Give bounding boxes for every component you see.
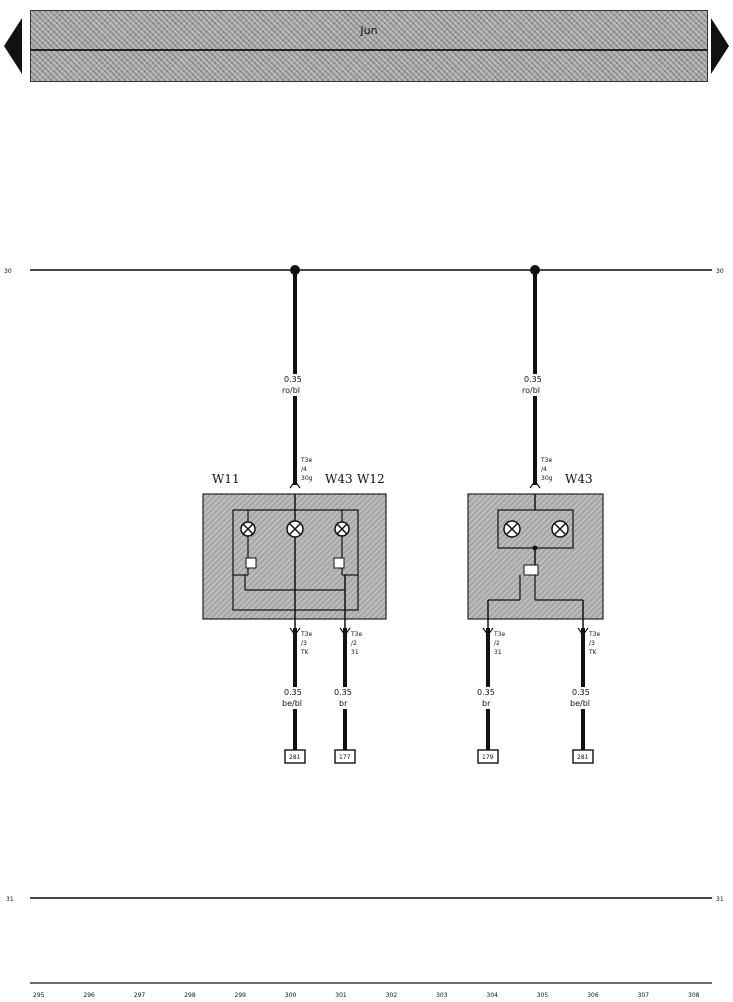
footer-track-number: 300 — [285, 992, 297, 999]
wire-gauge-w2: 0.35 — [334, 688, 352, 697]
rail-31-label-right: 31 — [716, 896, 724, 903]
wire-color-w3: br — [482, 699, 491, 708]
reference-box[interactable] — [477, 749, 499, 764]
connector-pin-b2: /2 — [351, 640, 357, 647]
connector-arrow-icon — [577, 627, 589, 637]
connector-ref-top-right: 30g — [541, 475, 553, 482]
reference-box[interactable] — [572, 749, 594, 764]
footer-track-number: 295 — [33, 992, 45, 999]
connector-pin-top-right: /4 — [541, 466, 547, 473]
connector-ref-b2: 31 — [351, 649, 359, 656]
interior-light-module-left — [202, 493, 387, 628]
connector-pin-b1: /3 — [301, 640, 307, 647]
connector-code-b3: T3e — [493, 631, 505, 638]
page-title: Jun — [360, 24, 378, 37]
reference-box[interactable] — [334, 749, 356, 764]
footer-track-number: 302 — [386, 992, 398, 999]
footer-track-number: 301 — [335, 992, 347, 999]
wire-gauge-top-right: 0.35 — [524, 375, 542, 384]
footer-track-number: 298 — [184, 992, 196, 999]
wire-color-top-left: ro/bl — [282, 386, 300, 395]
component-label-w11: W11 — [212, 472, 240, 486]
footer-track-number: 305 — [537, 992, 549, 999]
lamp-icon — [334, 521, 350, 537]
connector-ref-b3: 31 — [494, 649, 502, 656]
lamp-icon — [240, 521, 256, 537]
footer-track-number: 296 — [83, 992, 95, 999]
reference-box[interactable] — [284, 749, 306, 764]
rail-31-label-left: 31 — [6, 896, 14, 903]
reference-box-label-3[interactable]: 179 — [482, 754, 494, 761]
connector-arrow-icon — [289, 479, 301, 489]
connector-pin-b3: /2 — [494, 640, 500, 647]
connector-arrow-icon — [482, 627, 494, 637]
wire-color-w4: be/bl — [570, 699, 590, 708]
footer-track-number: 297 — [134, 992, 146, 999]
connector-arrow-icon — [289, 627, 301, 637]
previous-page-arrow-icon[interactable] — [4, 18, 22, 74]
connector-ref-b4: TK — [588, 649, 598, 656]
wire-gauge-w1: 0.35 — [284, 688, 302, 697]
component-label-w43-right: W43 — [565, 472, 593, 486]
rail-30-label-left: 30 — [4, 268, 12, 275]
next-page-arrow-icon[interactable] — [711, 18, 729, 74]
lamp-icon — [551, 520, 569, 538]
lamp-icon — [286, 520, 304, 538]
footer-track-number: 308 — [688, 992, 700, 999]
diagram-header: Jun — [30, 10, 708, 82]
connector-arrow-icon — [339, 627, 351, 637]
reference-box-label-2[interactable]: 177 — [339, 754, 351, 761]
footer-track-number: 304 — [487, 992, 499, 999]
footer-track-number: 306 — [587, 992, 599, 999]
connector-ref-b1: TK — [300, 649, 310, 656]
connector-code-b2: T3e — [350, 631, 362, 638]
wire-gauge-w4: 0.35 — [572, 688, 590, 697]
footer-track-number: 307 — [638, 992, 650, 999]
component-label-w12: W12 — [357, 472, 385, 486]
footer-track-number: 299 — [235, 992, 247, 999]
connector-code-top-left: T3e — [300, 457, 312, 464]
header-divider — [31, 49, 707, 51]
footer-track-number: 303 — [436, 992, 448, 999]
wire-color-w1: be/bl — [282, 699, 302, 708]
footer-track-numbers: 295 296 297 298 299 300 301 302 303 304 305 306 307 3… — [33, 992, 700, 999]
wire-gauge-w3: 0.35 — [477, 688, 495, 697]
connector-code-b1: T3e — [300, 631, 312, 638]
interior-light-module-right — [467, 493, 604, 628]
rail-30-label-right: 30 — [716, 268, 724, 275]
connector-pin-b4: /3 — [589, 640, 595, 647]
connector-code-top-right: T3e — [540, 457, 552, 464]
lamp-icon — [503, 520, 521, 538]
connector-ref-top-left: 30g — [301, 475, 313, 482]
wire-gauge-top-left: 0.35 — [284, 375, 302, 384]
component-label-w43: W43 — [325, 472, 353, 486]
connector-code-b4: T3e — [588, 631, 600, 638]
wire-color-w2: br — [339, 699, 348, 708]
reference-box-label-4[interactable]: 281 — [577, 754, 589, 761]
wire-color-top-right: ro/bl — [522, 386, 540, 395]
reference-box-label-1[interactable]: 281 — [289, 754, 301, 761]
connector-pin-top-left: /4 — [301, 466, 307, 473]
connector-arrow-icon — [529, 479, 541, 489]
